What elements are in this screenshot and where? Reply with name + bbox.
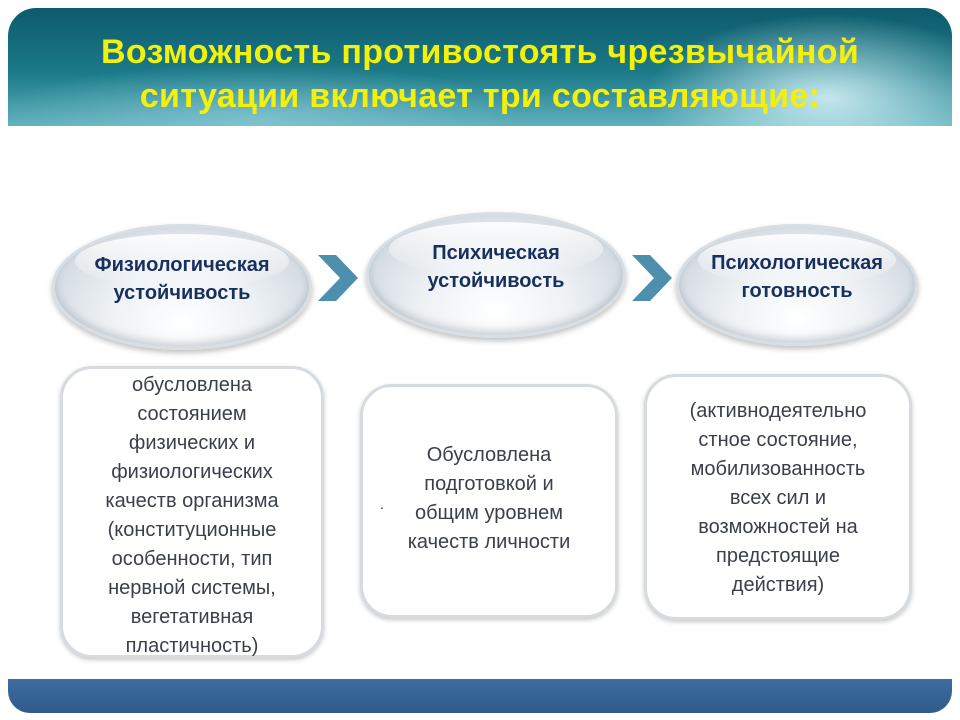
description-line: стное состояние, [698,429,858,451]
description-line: физиологических [111,461,273,483]
description-line: действия) [731,574,825,596]
description-line: возможностей на [698,516,858,538]
description-box-physiological: обусловлена состоянием физических и физи… [60,366,324,658]
stray-mark: . [380,496,384,512]
component-label-mental: Психическая устойчивость [369,239,623,295]
description-line: пластичность) [125,635,259,657]
description-line: подготовкой и [424,473,554,495]
component-label-line: устойчивость [427,270,565,292]
description-box-readiness: (активнодеятельно стное состояние, мобил… [644,374,912,620]
component-label-line: готовность [741,280,853,302]
description-line: физических и [128,432,256,454]
component-label-line: устойчивость [113,282,251,304]
description-line: общим уровнем [414,502,564,524]
description-line: качеств личности [407,531,571,553]
description-line: всех сил и [729,487,827,509]
footer-bar [8,679,952,713]
description-line: (конституционные [107,519,277,541]
description-text-mental: Обусловлена подготовкой и общим уровнем … [363,441,615,557]
chevron-right-icon [318,255,358,301]
description-line: особенности, тип [111,548,273,570]
component-label-readiness: Психологическая готовность [679,249,915,305]
description-line: (активнодеятельно [689,400,867,422]
description-line: состоянием [137,403,247,425]
component-oval-mental: Психическая устойчивость [366,212,626,338]
description-line: обусловлена [131,374,253,396]
component-label-line: Психологическая [711,252,883,274]
description-box-mental: Обусловлена подготовкой и общим уровнем … [360,384,618,618]
component-oval-readiness: Психологическая готовность [676,224,918,346]
description-line: нервной системы, [108,577,276,599]
slide-title-line-2: ситуации включает три составляющие: [139,77,821,115]
title-banner: Возможность противостоять чрезвычайной с… [8,8,952,126]
component-label-line: Психическая [432,242,560,264]
description-line: предстоящие [716,545,840,567]
description-line: качеств организма [105,490,279,512]
component-label-line: Физиологическая [94,254,270,276]
slide-title-line-1: Возможность противостоять чрезвычайной [100,33,860,71]
description-text-readiness: (активнодеятельно стное состояние, мобил… [647,397,909,600]
slide-title: Возможность противостоять чрезвычайной с… [8,30,952,118]
component-label-physiological: Физиологическая устойчивость [55,251,309,307]
description-line: вегетативная [130,606,254,628]
description-line: мобилизованность [690,458,866,480]
description-line: Обусловлена [426,444,552,466]
description-text-physiological: обусловлена состоянием физических и физи… [63,371,321,661]
chevron-right-icon [632,255,672,301]
component-oval-physiological: Физиологическая устойчивость [52,224,312,350]
